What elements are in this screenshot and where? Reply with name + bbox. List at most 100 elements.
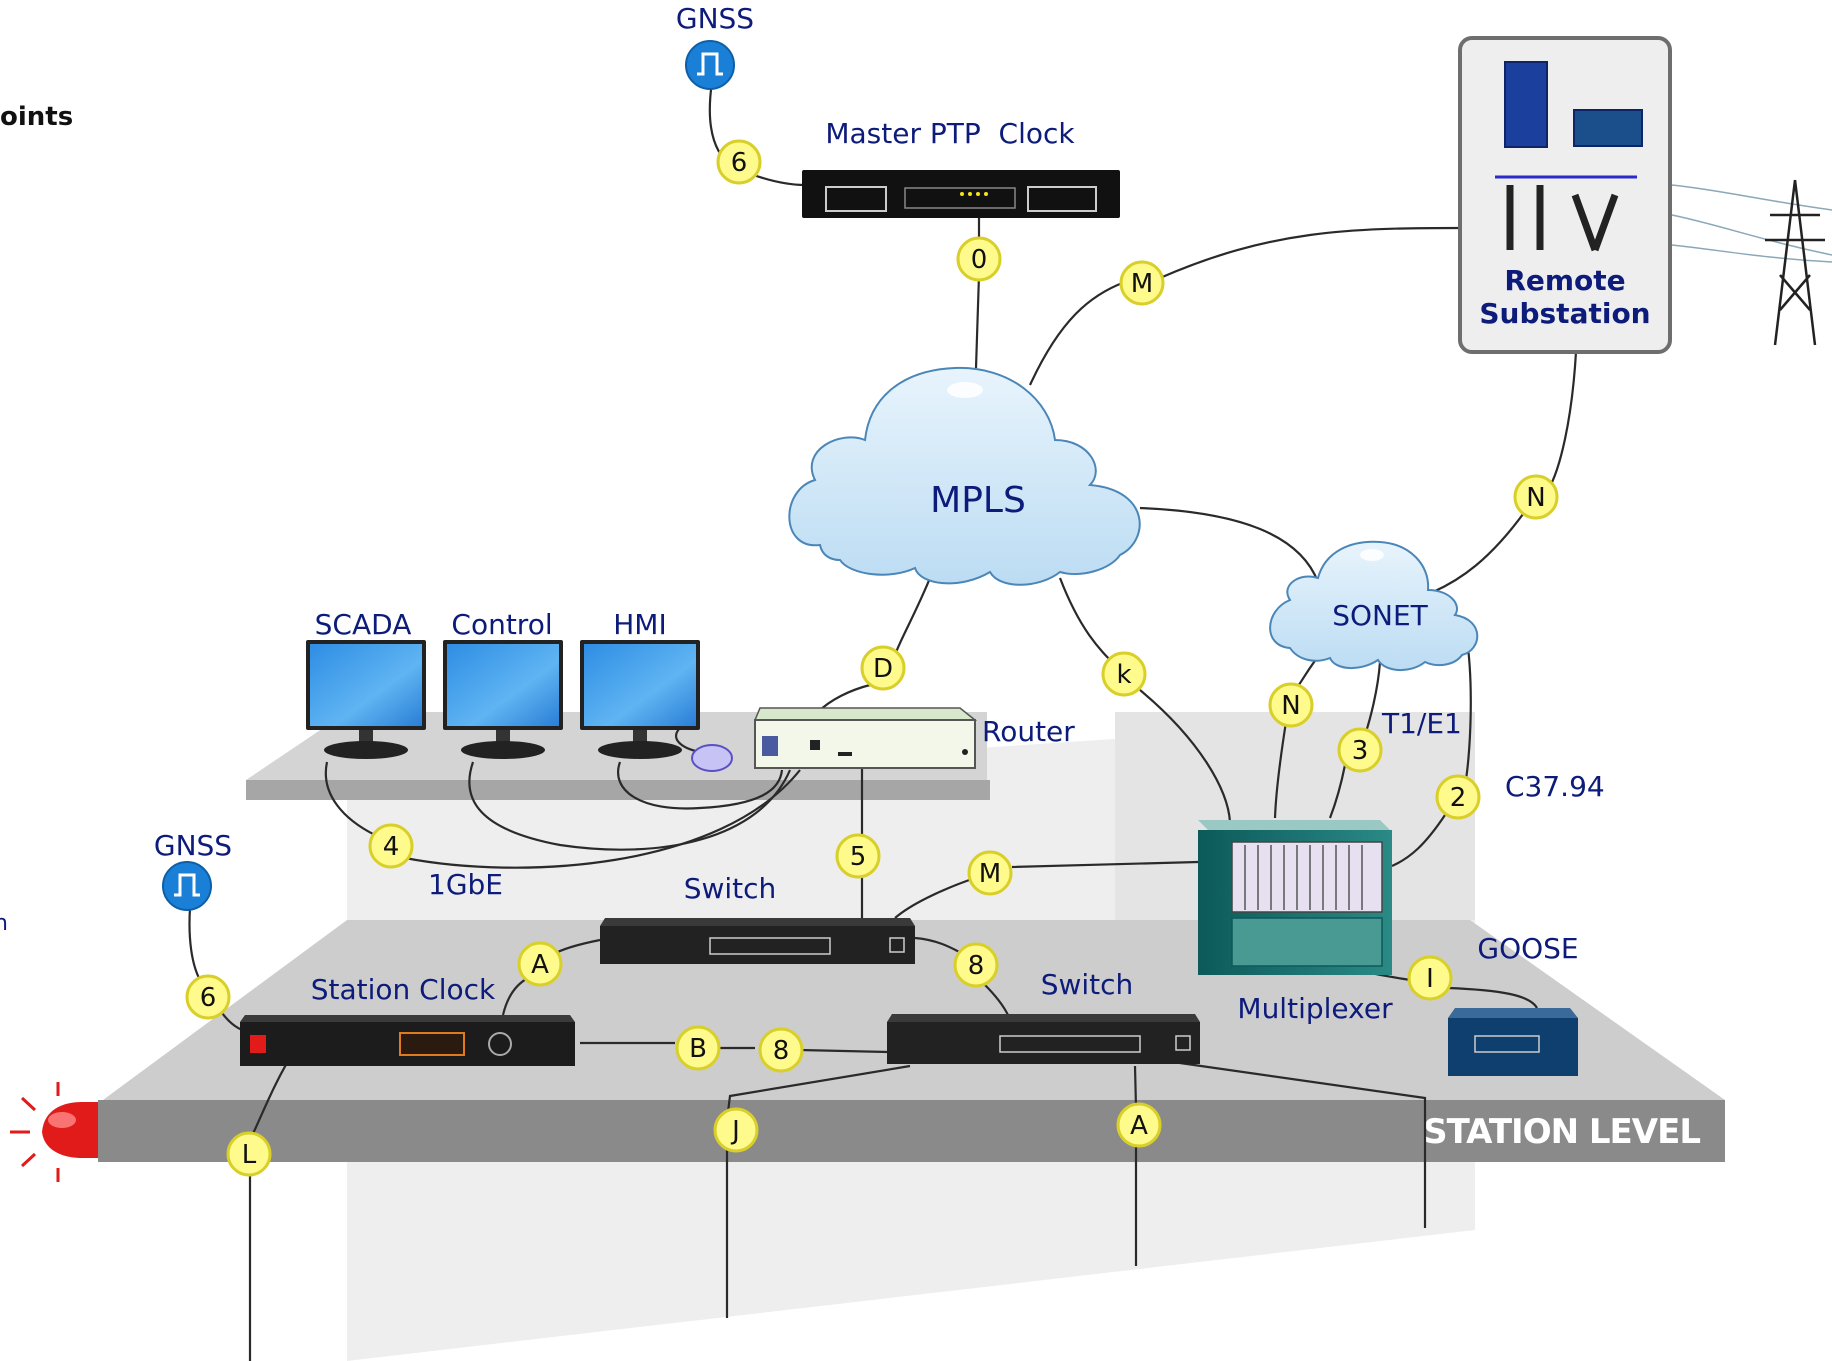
sonet-highlight (1360, 549, 1384, 561)
transmission-tower-icon (1671, 179, 1832, 346)
upper-platform-edge (246, 780, 990, 800)
marker-text: 8 (968, 951, 985, 981)
insulator-icon (1506, 185, 1619, 252)
router-label: Router (982, 715, 1075, 748)
monitor-control[interactable] (443, 640, 563, 759)
remote-substation: Remote Substation (1458, 36, 1672, 354)
marker-bus-a: A (1116, 1102, 1162, 1148)
remote-substation-label-2: Substation (1479, 297, 1650, 330)
marker-mux-n: N (1268, 682, 1314, 728)
marker-text: M (979, 859, 1001, 889)
marker-clock-b: B (675, 1025, 721, 1071)
mpls-cloud-shape (788, 366, 1141, 586)
marker-switch-m: M (967, 850, 1013, 896)
marker-text: L (242, 1140, 257, 1170)
switch-top-ports (709, 937, 831, 955)
switch-top[interactable]: Switch (600, 872, 915, 964)
marker-bus-l: L (226, 1131, 272, 1177)
marker-bubble (1119, 260, 1165, 306)
switch-bottom-body (887, 1022, 1200, 1064)
marker-bubble (1268, 682, 1314, 728)
marker-bubble (956, 236, 1002, 282)
marker-bubble (860, 645, 906, 691)
wire-bus-a (1133, 1065, 1138, 1266)
wire-hmi-router-1 (324, 761, 801, 869)
marker-bubble (953, 942, 999, 988)
mux-top (1198, 820, 1392, 832)
marker-mux-2: 2 (1435, 774, 1481, 820)
cut-off-title: oints (0, 102, 73, 132)
ptp-clock-led-1 (960, 192, 964, 196)
gnss-left-icon (162, 861, 212, 911)
switch-top-uplink (889, 937, 905, 953)
multiplexer-label: Multiplexer (1237, 992, 1393, 1025)
marker-text: 4 (383, 832, 400, 862)
station-clock-display (399, 1032, 465, 1056)
marker-text: k (1116, 660, 1131, 690)
wire-mpls-sonet (1139, 506, 1320, 583)
marker-text: I (1426, 964, 1434, 994)
station-clock-knob (488, 1032, 512, 1056)
marker-text: 8 (773, 1036, 790, 1066)
ptp-clock-led-3 (976, 192, 980, 196)
wire-control-router (468, 761, 792, 851)
switch-bottom[interactable]: Switch (887, 968, 1200, 1064)
router[interactable]: Router (753, 707, 1075, 769)
sonet-label: SONET (1332, 599, 1428, 632)
mux-cards (1231, 841, 1383, 913)
ptp-clock-ports (904, 187, 1016, 209)
master-ptp-clock-label: Master PTP Clock (825, 117, 1075, 150)
marker-bubble (1116, 1102, 1162, 1148)
marker-text: D (873, 654, 893, 684)
c3794-label: C37.94 (1505, 770, 1605, 803)
marker-text: N (1281, 691, 1300, 721)
multiplexer[interactable]: Multiplexer (1198, 820, 1393, 1025)
switch-bottom-uplink (1175, 1035, 1191, 1051)
marker-text: J (730, 1116, 740, 1146)
master-ptp-clock: Master PTP Clock (802, 117, 1120, 218)
marker-bubble (835, 833, 881, 879)
control-label: Control (451, 608, 552, 641)
router-slot (838, 752, 852, 756)
marker-bubble (368, 823, 414, 869)
sonet-cloud: SONET (1269, 540, 1479, 671)
wire-mpls-remote (1029, 226, 1461, 386)
remote-substation-label-1: Remote (1504, 264, 1625, 297)
marker-gnss-left-6: 6 (185, 974, 231, 1020)
marker-bubble (1101, 651, 1147, 697)
wire-bus-j (725, 1064, 911, 1318)
marker-clock-a: A (517, 941, 563, 987)
switch-top-label: Switch (684, 872, 777, 905)
station-level-bar (98, 1100, 1725, 1162)
marker-bubble (1513, 474, 1559, 520)
gnss-top: GNSS (676, 2, 754, 90)
gnss-top-icon (685, 40, 735, 90)
mux-fan (1231, 917, 1383, 967)
marker-text: A (1130, 1111, 1148, 1141)
monitor-scada[interactable] (306, 640, 426, 759)
wire-mux-switch (894, 860, 1199, 919)
marker-text: A (531, 950, 549, 980)
monitor-hmi[interactable] (580, 640, 700, 759)
gnss-left: GNSS (154, 829, 232, 911)
ptp-clock-led-4 (984, 192, 988, 196)
ptp-clock-display (1027, 186, 1097, 212)
gnss-top-label: GNSS (676, 2, 754, 35)
marker-bubble (1435, 774, 1481, 820)
marker-bubble (185, 974, 231, 1020)
router-top (753, 707, 978, 721)
station-clock[interactable]: Station Clock (240, 973, 575, 1066)
wire-remote-sonet (1432, 351, 1578, 594)
mux-card-lines (1244, 845, 1363, 910)
marker-text: 2 (1450, 783, 1467, 813)
scada-label: SCADA (315, 608, 412, 641)
wire-clock-switch-b8 (580, 1041, 889, 1054)
goose-device-body (1448, 1018, 1578, 1076)
station-level-label: STATION LEVEL (1423, 1112, 1700, 1152)
goose-device[interactable]: GOOSE (1448, 932, 1579, 1076)
marker-gnss-top-6: 6 (716, 139, 762, 185)
gbe-label: 1GbE (428, 868, 503, 901)
switch-bottom-label: Switch (1041, 968, 1134, 1001)
